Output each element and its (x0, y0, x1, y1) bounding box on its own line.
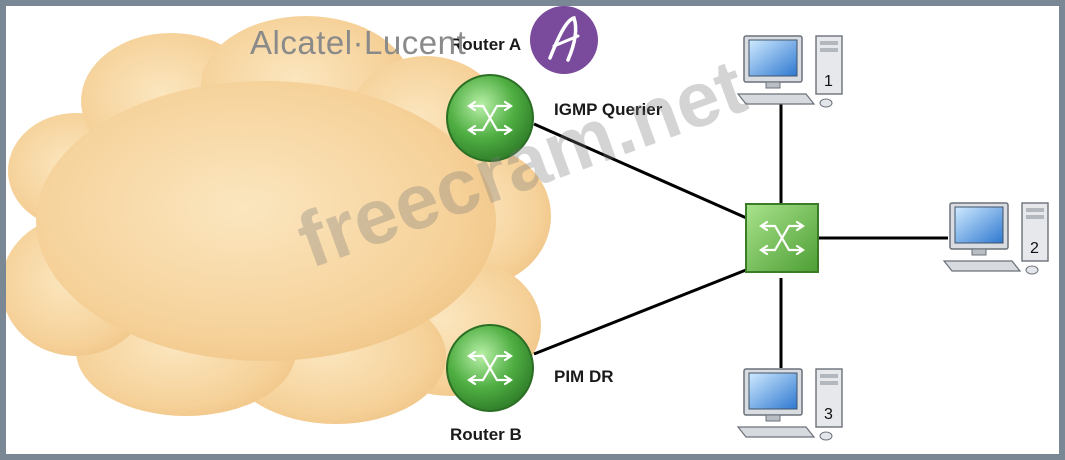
router-b-name: Router B (450, 425, 522, 444)
alcatel-lucent-logo-text: Alcatel·Lucent (250, 24, 467, 61)
router-a (446, 74, 534, 162)
switch (745, 203, 819, 273)
router-b (446, 324, 534, 412)
host-1: 1 (737, 35, 843, 108)
host-2: 2 (943, 202, 1049, 275)
router-a-role: IGMP Querier (554, 100, 663, 119)
router-a-name: Router A (450, 35, 521, 54)
computer-icon (737, 35, 843, 108)
router-b-role: PIM DR (554, 367, 614, 386)
computer-icon (737, 368, 843, 441)
network-links (533, 102, 948, 368)
alcatel-lucent-logo-icon (530, 6, 598, 74)
network-diagram: 1 2 3 Router A IGMP Querier PIM DR Route… (6, 6, 1049, 444)
link-router-a-switch (533, 122, 752, 222)
host-number: 1 (824, 73, 833, 90)
link-router-b-switch (533, 266, 752, 356)
host-number: 3 (824, 406, 833, 423)
host-number: 2 (1030, 240, 1039, 257)
network-cloud (6, 16, 551, 424)
computer-icon (943, 202, 1049, 275)
host-3: 3 (737, 368, 843, 441)
